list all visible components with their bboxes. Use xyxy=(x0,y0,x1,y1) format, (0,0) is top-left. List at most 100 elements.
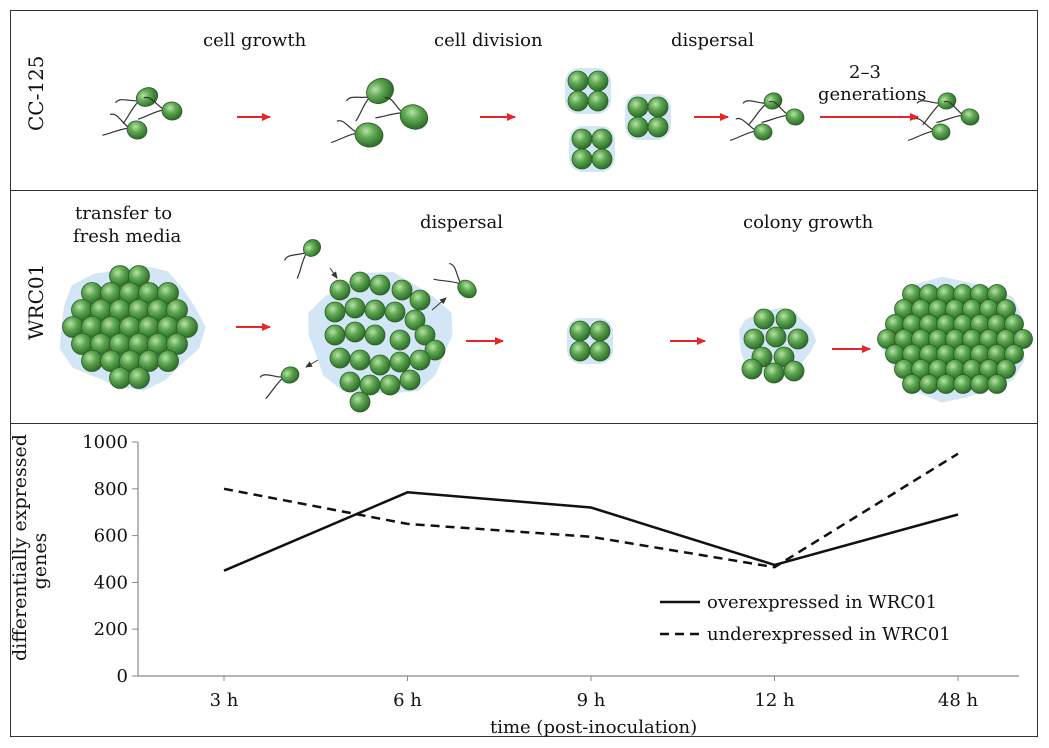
flagellate-cell xyxy=(330,120,384,148)
cell xyxy=(591,148,613,170)
cell xyxy=(567,90,589,112)
flagellate-cell xyxy=(137,96,183,121)
flagellum xyxy=(761,100,789,124)
y-tick-label: 800 xyxy=(94,479,128,500)
cell xyxy=(369,354,391,376)
cell xyxy=(996,359,1016,379)
cell xyxy=(109,367,131,389)
cell xyxy=(414,324,436,346)
flagellate-cell xyxy=(375,97,429,130)
cell xyxy=(571,128,593,150)
cell xyxy=(591,128,613,150)
flagellate-cell xyxy=(115,87,159,125)
cell xyxy=(627,96,649,118)
label-dispersal-cc125: dispersal xyxy=(671,30,755,51)
flagellate-cell xyxy=(102,113,148,140)
cell xyxy=(369,274,391,296)
cell-body xyxy=(302,239,322,257)
flagellum xyxy=(433,262,462,285)
cell xyxy=(787,328,809,350)
cell xyxy=(359,374,381,396)
flagellate-cell xyxy=(761,100,805,126)
cell xyxy=(569,340,591,362)
label-transfer-1: transfer to xyxy=(75,203,173,224)
label-transfer-2: fresh media xyxy=(73,226,182,247)
flagellum xyxy=(102,113,130,136)
y-tick-label: 600 xyxy=(94,526,128,547)
cell xyxy=(349,349,371,371)
cell xyxy=(384,301,406,323)
x-tick-label: 6 h xyxy=(393,690,422,711)
y-tick-label: 1000 xyxy=(82,432,128,453)
cell xyxy=(176,316,198,338)
cell xyxy=(344,321,366,343)
cell xyxy=(349,391,371,413)
cell xyxy=(763,362,785,384)
series-line-overexpressed xyxy=(223,491,959,572)
label-generations-1: 2–3 xyxy=(849,62,881,83)
cell xyxy=(753,308,775,330)
cell xyxy=(157,350,179,372)
cell xyxy=(364,299,386,321)
cell-body xyxy=(126,120,148,140)
flagellate-cell xyxy=(936,100,980,126)
x-axis-label: time (post-inoculation) xyxy=(490,717,698,738)
cell xyxy=(404,309,426,331)
cell xyxy=(587,90,609,112)
flagellum xyxy=(330,120,358,144)
cell xyxy=(627,116,649,138)
panel-divider-2 xyxy=(10,423,1038,424)
cell xyxy=(128,265,150,287)
cell xyxy=(647,116,669,138)
cell xyxy=(970,374,990,394)
cell xyxy=(783,360,805,382)
cell xyxy=(157,282,179,304)
dispersal-arrow xyxy=(329,267,338,279)
cell xyxy=(329,279,351,301)
cell-body xyxy=(457,279,477,299)
flagellum xyxy=(742,100,767,126)
label-colony-growth: colony growth xyxy=(743,212,874,233)
flagellate-cell xyxy=(259,366,300,400)
cell xyxy=(936,374,956,394)
label-cell-division: cell division xyxy=(434,30,543,51)
y-tick-label: 400 xyxy=(94,572,128,593)
cell xyxy=(409,289,431,311)
cell-body xyxy=(960,108,980,126)
cell xyxy=(953,374,973,394)
cell xyxy=(765,326,787,348)
cell xyxy=(389,329,411,351)
cell xyxy=(128,367,150,389)
cell xyxy=(589,340,611,362)
cell xyxy=(775,308,797,330)
cell xyxy=(324,301,346,323)
cell-body xyxy=(753,123,773,141)
dispersal-arrow xyxy=(431,297,447,311)
cell xyxy=(587,70,609,92)
cell xyxy=(743,328,765,350)
cell xyxy=(409,349,431,371)
cell xyxy=(569,320,591,342)
cell-body xyxy=(399,104,429,130)
x-tick-label: 3 h xyxy=(210,690,239,711)
flagellum xyxy=(137,96,165,120)
flagellum xyxy=(346,96,371,122)
flagellate-cell xyxy=(433,262,477,299)
cell-body xyxy=(161,101,183,121)
x-tick-label: 48 h xyxy=(938,690,979,711)
cell xyxy=(389,351,411,373)
flagellum xyxy=(259,374,284,400)
flagellate-cell xyxy=(907,117,951,141)
flagellum xyxy=(729,117,757,141)
cell xyxy=(424,339,446,361)
cell xyxy=(647,96,669,118)
cell xyxy=(919,374,939,394)
label-cell-growth: cell growth xyxy=(203,30,307,51)
x-tick-label: 9 h xyxy=(577,690,606,711)
cell xyxy=(379,374,401,396)
flagellate-cell xyxy=(916,92,957,126)
legend-label: overexpressed in WRC01 xyxy=(707,592,937,613)
flagellum xyxy=(115,99,140,125)
cell xyxy=(344,297,366,319)
cell xyxy=(339,371,361,393)
